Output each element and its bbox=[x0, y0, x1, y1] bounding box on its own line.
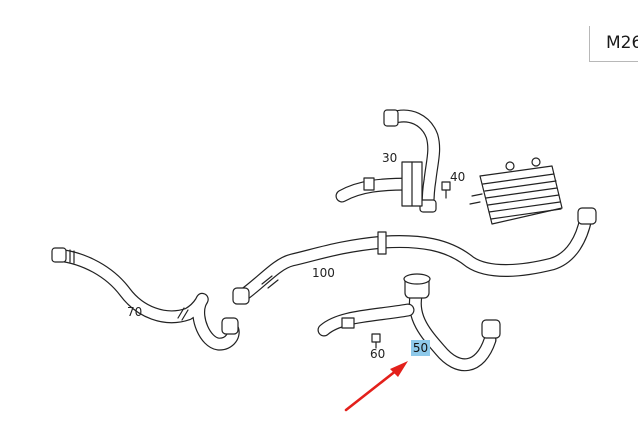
callout-arrow bbox=[344, 361, 408, 412]
callout-50[interactable]: 50 bbox=[412, 341, 429, 355]
hose-50 bbox=[317, 273, 501, 372]
model-badge-text: M26 bbox=[606, 33, 638, 53]
callout-40[interactable]: 40 bbox=[450, 170, 466, 184]
hose-100 bbox=[232, 207, 597, 305]
hose-30 bbox=[335, 109, 441, 213]
hose-70 bbox=[51, 247, 240, 351]
callout-100[interactable]: 100 bbox=[312, 266, 335, 280]
oil-cooler bbox=[469, 157, 563, 225]
callout-50-highlight[interactable]: 50 bbox=[411, 340, 430, 356]
bolt-60 bbox=[371, 333, 381, 349]
callout-30[interactable]: 30 bbox=[382, 151, 398, 165]
callout-60[interactable]: 60 bbox=[370, 347, 386, 361]
bolt-40 bbox=[441, 181, 451, 199]
callout-70[interactable]: 70 bbox=[127, 305, 143, 319]
model-badge: M26 bbox=[589, 26, 638, 62]
